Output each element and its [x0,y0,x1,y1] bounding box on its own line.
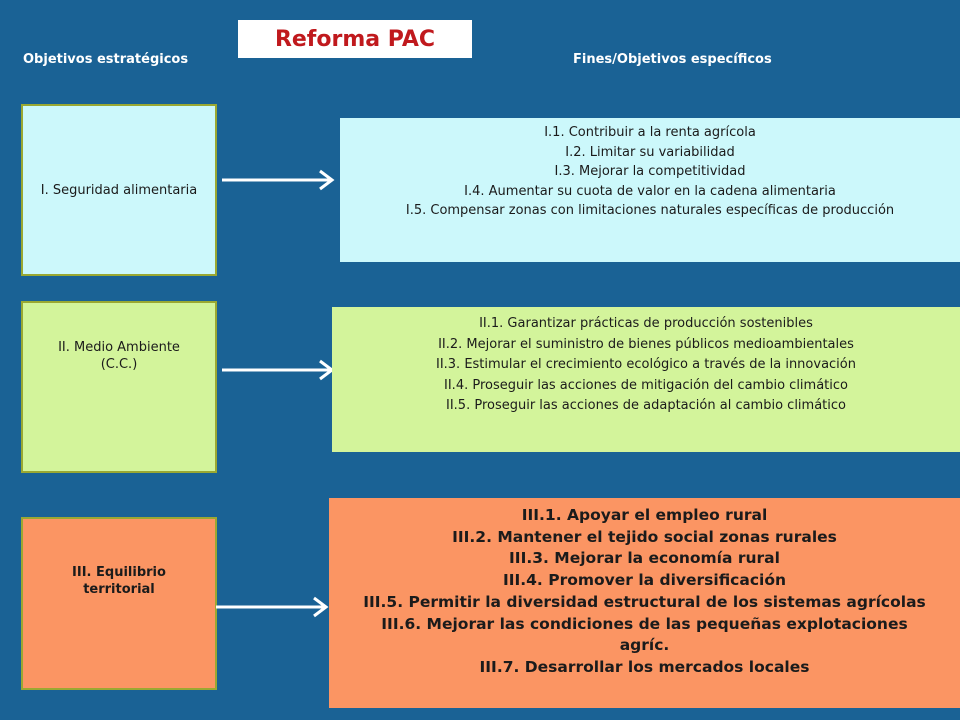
goal-item: III.5. Permitir la diversidad estructura… [363,592,926,611]
objective-label-line: territorial [83,582,155,597]
goal-item: I.4. Aumentar su cuota de valor en la ca… [464,183,836,199]
arrow-icon [216,596,329,618]
objective-box-environment: II. Medio Ambiente (C.C.) [21,301,217,473]
goal-item: I.1. Contribuir a la renta agrícola [544,125,756,140]
objective-label-line: III. Equilibrio [72,565,166,580]
arrow-icon [222,169,335,191]
goal-item: III.6. Mejorar las condiciones de las pe… [381,614,908,633]
goal-item: I.5. Compensar zonas con limitaciones na… [405,203,895,218]
goal-item: II.1. Garantizar prácticas de producción… [479,316,813,331]
goal-item: I.3. Mejorar la competitividad [554,164,746,179]
arrow-icon [222,359,335,381]
goal-item: II.5. Proseguir las acciones de adaptaci… [446,398,846,413]
header-specific-goals: Fines/Objetivos específicos [573,52,772,67]
goals-box-environment: II.1. Garantizar prácticas de producción… [332,307,960,452]
goal-item: III.2. Mantener el tejido social zonas r… [452,527,837,546]
objective-label-line: I. Seguridad alimentaria [40,182,198,198]
goals-box-food-security: I.1. Contribuir a la renta agrícola I.2.… [340,118,960,262]
goal-item: agríc. [619,636,670,655]
page-title: Reforma PAC [238,20,472,58]
header-objectives: Objetivos estratégicos [23,52,189,67]
goal-item: II.3. Estimular el crecimiento ecológico… [435,357,856,372]
goals-box-territorial-balance: III.1. Apoyar el empleo rural III.2. Man… [329,498,960,708]
goal-item: III.3. Mejorar la economía rural [509,549,780,568]
goal-item: II.2. Mejorar el suministro de bienes pú… [438,336,854,352]
goal-item: III.4. Promover la diversificación [502,571,787,590]
objective-label-line: (C.C.) [100,357,138,372]
objective-box-territorial-balance: III. Equilibrio territorial [21,517,217,690]
goal-item: III.1. Apoyar el empleo rural [521,506,768,524]
objective-box-food-security: I. Seguridad alimentaria [21,104,217,276]
objective-label-line: II. Medio Ambiente [58,340,180,355]
goal-item: II.4. Proseguir las acciones de mitigaci… [444,377,848,393]
goal-item: III.7. Desarrollar los mercados locales [479,657,810,676]
goal-item: I.2. Limitar su variabilidad [565,144,735,160]
